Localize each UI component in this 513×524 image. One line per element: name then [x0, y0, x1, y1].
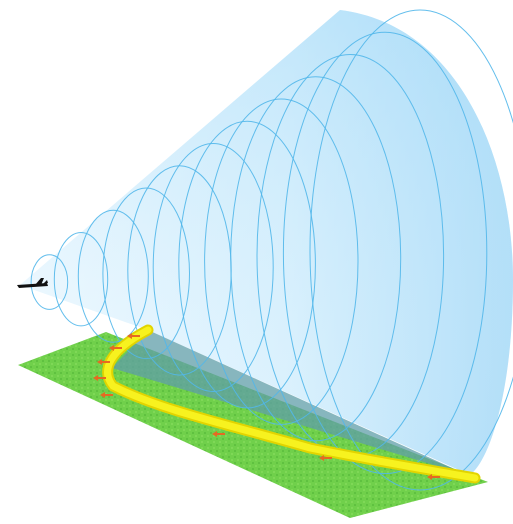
- propagation-arrow-icon: [97, 359, 110, 365]
- wavefront-ring: [30, 254, 69, 310]
- propagation-arrow-icon: [427, 474, 440, 480]
- propagation-arrow-icon: [212, 431, 225, 437]
- propagation-arrow-icon: [93, 375, 106, 381]
- wavefront-ring: [53, 232, 109, 327]
- propagation-arrow-icon: [109, 345, 122, 351]
- wavefront-ring: [230, 76, 402, 442]
- propagation-arrow-icon: [319, 455, 332, 461]
- wavefront-rings: [30, 9, 513, 491]
- wavefront-ring: [204, 98, 359, 425]
- propagation-arrow-icon: [100, 392, 113, 398]
- wavefront-ring: [152, 143, 274, 392]
- wavefront-ring: [282, 31, 488, 475]
- wavefront-ring: [77, 209, 149, 343]
- wavefront-ring: [309, 9, 513, 491]
- boom-carpet: [104, 326, 479, 482]
- shock-cone-shading: [20, 10, 513, 475]
- propagation-arrow-icon: [127, 333, 140, 339]
- cone-ground-shadow: [112, 330, 470, 476]
- wavefront-ring: [102, 187, 190, 360]
- aircraft-icon: [17, 278, 48, 288]
- propagation-arrows: [93, 333, 440, 480]
